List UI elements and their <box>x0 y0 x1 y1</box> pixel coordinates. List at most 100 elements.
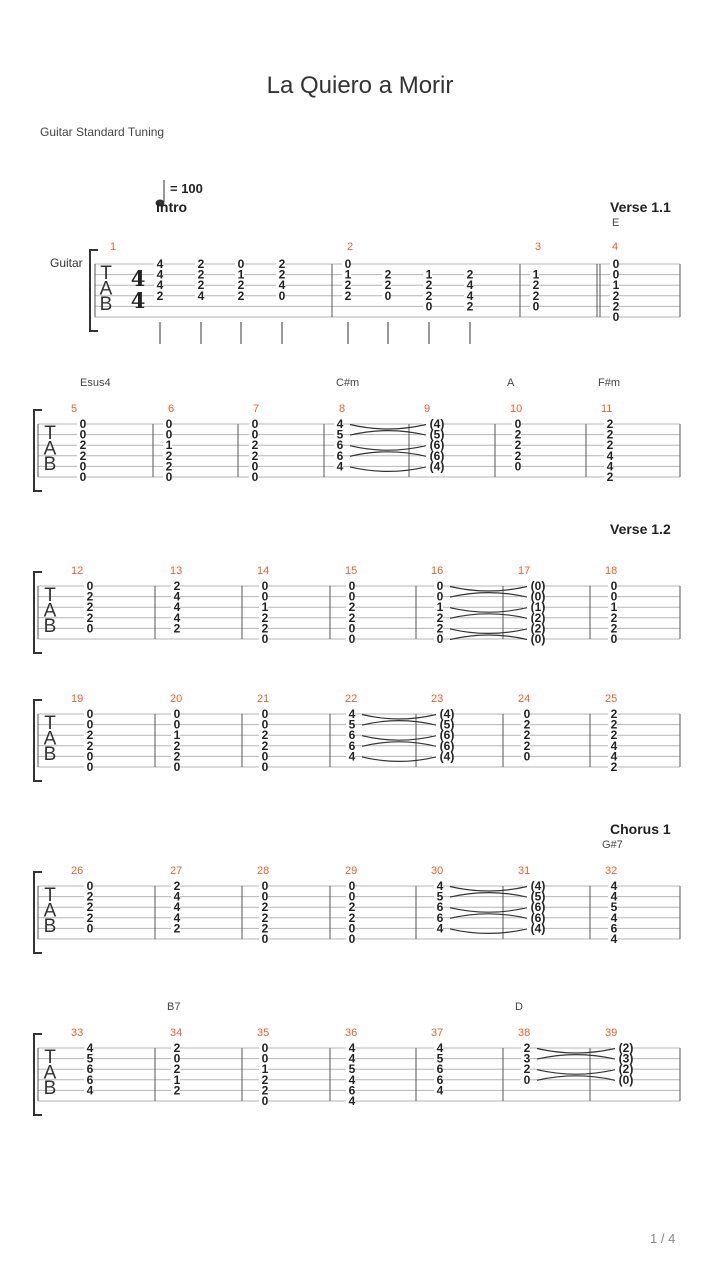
fret-number-mask <box>608 912 617 924</box>
fret-number-mask <box>604 450 613 462</box>
fret-number: 0 <box>252 428 259 442</box>
fret-number: 2 <box>174 579 181 593</box>
measure-number: 35 <box>257 1027 269 1039</box>
measure-number: 24 <box>518 693 530 705</box>
fret-number: 4 <box>611 739 618 753</box>
tie-curve <box>361 735 437 741</box>
fret-number: (0) <box>531 579 546 593</box>
fret-number: 2 <box>174 879 181 893</box>
fret-number-mask <box>259 602 268 614</box>
fret-number-mask <box>259 902 268 914</box>
fret-number-mask <box>171 591 180 603</box>
fret-number-mask <box>610 301 619 313</box>
fret-number-mask <box>346 740 355 752</box>
fret-number-mask <box>346 1064 355 1076</box>
measure-number: 19 <box>71 693 83 705</box>
fret-number-mask <box>259 751 268 763</box>
fret-number-mask <box>84 1043 93 1054</box>
measure-number: 1 <box>110 241 116 253</box>
fret-number-mask <box>195 269 204 281</box>
fret-number: 4 <box>337 459 344 473</box>
fret-number-mask <box>512 429 521 441</box>
fret-number: (5) <box>531 890 546 904</box>
fret-number-mask <box>171 1085 180 1097</box>
fret-number-mask <box>423 301 432 313</box>
fret-number-mask <box>346 709 355 720</box>
tie-curve <box>536 1054 616 1060</box>
fret-number: 2 <box>87 900 94 914</box>
fret-number: 4 <box>174 611 181 625</box>
fret-number-mask <box>512 461 521 473</box>
fret-number: 1 <box>166 438 173 452</box>
fret-number-mask <box>382 269 391 281</box>
fret-number-mask <box>604 461 613 473</box>
fret-number: 0 <box>87 621 94 635</box>
fret-number: (6) <box>531 900 546 914</box>
measure-number: 6 <box>168 403 174 415</box>
fret-number-mask <box>84 912 93 924</box>
section-marker: Verse 1.2 <box>610 521 671 537</box>
fret-number-mask <box>154 280 163 292</box>
fret-number: 2 <box>262 921 269 935</box>
fret-number-mask <box>249 419 258 430</box>
fret-number: 2 <box>611 621 618 635</box>
fret-number-mask <box>604 419 613 430</box>
fret-number: 2 <box>174 739 181 753</box>
fret-number-mask <box>84 1053 93 1065</box>
fret-number-mask <box>259 591 268 603</box>
fret-number-mask <box>171 1053 180 1065</box>
chord-name: E <box>612 217 619 229</box>
fret-number: 4 <box>198 289 205 303</box>
fret-number: 4 <box>437 1083 444 1097</box>
fret-number-mask <box>434 923 443 935</box>
fret-number-mask <box>608 623 617 635</box>
fret-number-mask <box>346 591 355 603</box>
fret-number-mask <box>84 923 93 935</box>
tab-clef-letter: B <box>44 454 57 475</box>
measure-number: 15 <box>345 565 357 577</box>
fret-number: 0 <box>349 579 356 593</box>
fret-number-mask <box>84 1074 93 1086</box>
fret-number: 4 <box>467 289 474 303</box>
fret-number: 2 <box>87 590 94 604</box>
fret-number-mask <box>84 709 93 720</box>
fret-number: 0 <box>80 470 87 484</box>
fret-number-mask <box>163 450 172 462</box>
instrument-name: Guitar <box>50 256 83 270</box>
fret-number-mask <box>259 1053 268 1065</box>
tab-clef-letter: T <box>44 713 56 734</box>
fret-number-mask <box>334 429 343 441</box>
fret-number: 1 <box>262 600 269 614</box>
fret-number-mask <box>259 923 268 935</box>
fret-number-mask <box>608 891 617 903</box>
fret-number: 2 <box>262 900 269 914</box>
fret-number: 2 <box>80 449 87 463</box>
measure-number: 27 <box>170 865 182 877</box>
fret-number-mask <box>521 1074 530 1086</box>
fret-number: 2 <box>611 728 618 742</box>
fret-number-mask <box>464 301 473 313</box>
section-marker: Verse 1.1 <box>610 199 671 215</box>
page-number: 1 / 4 <box>650 1231 676 1246</box>
fret-number-mask <box>512 450 521 462</box>
fret-number: 2 <box>262 1073 269 1087</box>
fret-number: 2 <box>467 268 474 282</box>
fret-number: 4 <box>157 268 164 282</box>
fret-number-mask <box>608 730 617 742</box>
fret-number: 0 <box>262 760 269 774</box>
tab-clef-letter: T <box>44 885 56 906</box>
fret-number-mask <box>171 730 180 742</box>
fret-number-mask <box>342 290 351 302</box>
fret-number-mask <box>464 280 473 292</box>
fret-number-mask <box>259 1074 268 1086</box>
fret-number: 1 <box>611 600 618 614</box>
fret-number-mask <box>84 591 93 603</box>
fret-number-mask <box>423 290 432 302</box>
fret-number-mask <box>608 923 617 935</box>
fret-number: 5 <box>349 1062 356 1076</box>
fret-number-mask <box>259 762 268 773</box>
fret-number: 2 <box>349 611 356 625</box>
fret-number-mask <box>432 730 452 742</box>
fret-number-mask <box>611 1064 631 1076</box>
